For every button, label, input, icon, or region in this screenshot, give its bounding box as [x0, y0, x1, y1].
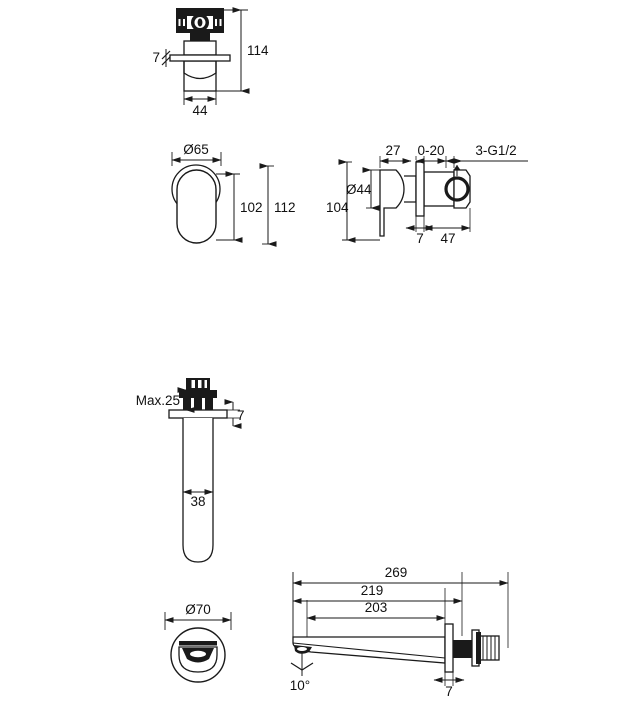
dim-label-spout-angle: 10° — [290, 678, 310, 693]
dim-label-spout-269: 269 — [385, 565, 408, 580]
dim-label-mixer-wall-range: 0-20 — [417, 143, 444, 158]
view-trim-plate-front: Ø65 102 112 — [171, 142, 296, 247]
mixer-handle-lever — [379, 169, 405, 237]
dim-valve-height: 114 — [216, 7, 269, 94]
valve-barrel — [183, 40, 217, 92]
riser-collar — [179, 390, 217, 410]
riser-tube-body — [182, 418, 214, 563]
dim-valve-width: 44 — [183, 91, 217, 118]
dim-mixer-top-chain: 27 0-20 3-G1/2 — [379, 143, 528, 168]
dim-label-escutcheon-diameter: Ø70 — [185, 602, 211, 617]
dim-spout-overall: 269 — [292, 565, 509, 586]
dim-label-spout-203: 203 — [365, 600, 388, 615]
dim-label-plate-overall: 112 — [274, 200, 296, 215]
valve-cartridge-block — [176, 8, 224, 41]
dim-label-riser-max: Max.25 — [136, 393, 180, 408]
view-valve-body: 7 114 44 — [152, 7, 269, 118]
dim-label-valve-width: 44 — [192, 103, 208, 118]
mixer-inlet-stub — [453, 165, 461, 176]
dim-plate-overall: 112 — [259, 163, 296, 247]
dim-label-plate-length: 102 — [240, 200, 263, 215]
dim-label-spout-7: 7 — [445, 684, 453, 699]
view-riser-tube: Max.25 7 38 — [136, 378, 245, 563]
riser-flange-plate — [168, 409, 228, 419]
dim-plate-length: 102 — [216, 171, 263, 243]
view-escutcheon-front: Ø70 — [164, 602, 232, 683]
dim-label-spout-219: 219 — [361, 583, 384, 598]
dim-label-riser-7: 7 — [237, 408, 245, 423]
dim-label-valve-height: 114 — [247, 43, 269, 58]
escutcheon-spout-opening — [178, 641, 218, 673]
dim-label-mixer-body-diameter: Ø44 — [346, 182, 372, 197]
dim-spout-projection: 203 — [306, 600, 446, 621]
dim-riser-max: Max.25 — [136, 387, 195, 413]
riser-top-nut — [186, 378, 210, 390]
dim-riser-diameter: 38 — [182, 489, 214, 509]
dim-mixer-bottom-chain: 7 47 — [405, 208, 471, 246]
dim-label-mixer-height: 104 — [326, 200, 349, 215]
dim-mixer-height: 104 — [326, 159, 380, 243]
dim-label-mixer-thread: 3-G1/2 — [475, 143, 516, 158]
dim-spout-length: 219 — [292, 583, 463, 604]
dim-riser-flange-thickness: 7 — [224, 399, 245, 429]
trim-plate-oval — [176, 169, 217, 244]
dim-label-mixer-27: 27 — [385, 143, 400, 158]
spout-threaded-end — [476, 632, 500, 664]
mixer-wall-plate — [415, 161, 425, 217]
dim-label-valve-flange: 7 — [152, 50, 160, 65]
dim-spout-flange-thickness: 7 — [433, 660, 465, 699]
dim-label-plate-diameter: Ø65 — [183, 142, 209, 157]
view-mixer-side: 104 Ø44 27 0- — [326, 143, 528, 246]
dim-mixer-body-diameter: Ø44 — [346, 167, 380, 211]
view-spout-side: 269 219 203 — [290, 565, 509, 699]
dim-label-riser-38: 38 — [190, 494, 205, 509]
dim-escutcheon-diameter: Ø70 — [164, 602, 232, 630]
spout-aerator-outlet — [294, 645, 312, 654]
valve-flange — [169, 54, 231, 62]
mixer-thread-port — [444, 176, 470, 202]
dim-plate-diameter: Ø65 — [171, 142, 222, 166]
dim-label-mixer-47: 47 — [440, 231, 455, 246]
spout-wall-flange — [444, 623, 454, 673]
dim-label-mixer-7: 7 — [416, 231, 424, 246]
spout-arm-inner-line — [292, 642, 446, 659]
dim-valve-flange-thickness: 7 — [152, 49, 171, 67]
dim-spout-angle: 10° — [290, 652, 314, 693]
